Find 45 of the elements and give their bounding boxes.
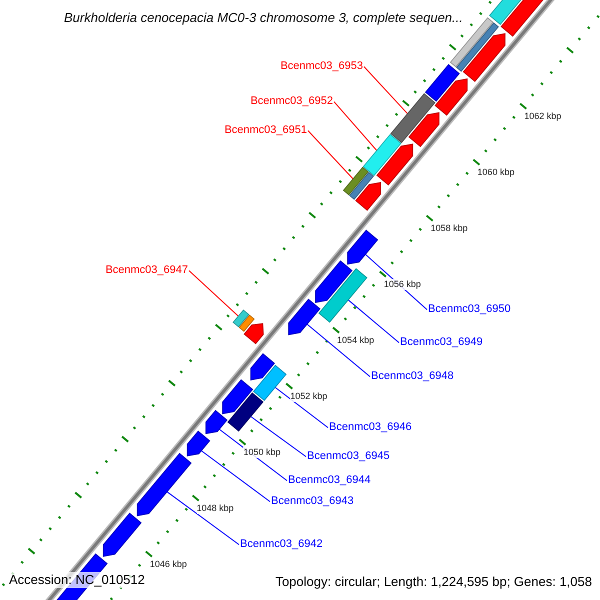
leader-line (306, 324, 370, 378)
leader-line (166, 491, 240, 546)
leader-line (200, 450, 270, 502)
leader-line (188, 270, 239, 317)
leader-line (364, 66, 408, 114)
gene-label: Bcenmc03_6949 (400, 336, 483, 348)
gene-glyph (186, 430, 210, 456)
gene-label: Bcenmc03_6946 (329, 420, 412, 434)
gene-bar (252, 364, 287, 401)
leader-line (308, 130, 354, 180)
scale-label: 1062 kbp (524, 111, 562, 122)
leader-line (250, 416, 306, 458)
accession-text: Accession: NC_010512 (7, 572, 147, 588)
gene-label: Bcenmc03_6947 (105, 264, 188, 276)
gene-bar (318, 268, 368, 323)
gene-glyph (288, 298, 321, 336)
gene-label: Bcenmc03_6952 (250, 94, 333, 108)
gene-label: Bcenmc03_6945 (307, 450, 390, 462)
gene-glyph (347, 230, 378, 265)
leader-line (274, 386, 328, 428)
scale-label: 1054 kbp (337, 335, 374, 346)
gene-bar (390, 93, 436, 144)
gene-bar (342, 166, 369, 196)
scale-label: 1058 kbp (430, 223, 468, 234)
leader-line (334, 101, 378, 151)
gene-label: Bcenmc03_6953 (280, 60, 363, 72)
gene-label: Bcenmc03_6950 (428, 302, 511, 316)
gene-bar (232, 309, 250, 328)
gene-bar (362, 134, 402, 176)
gene-glyph (136, 452, 192, 516)
gene-label: Bcenmc03_6943 (271, 494, 354, 508)
scale-label: 1050 kbp (243, 447, 280, 458)
scale-label: 1052 kbp (290, 391, 328, 402)
gene-label: Bcenmc03_6948 (371, 370, 454, 382)
scale-label: 1060 kbp (477, 167, 514, 178)
scale-label: 1046 kbp (150, 559, 187, 570)
scale-label: 1056 kbp (384, 279, 421, 290)
gene-bar (424, 64, 460, 102)
leader-line (348, 299, 400, 344)
scale-label: 1048 kbp (196, 503, 234, 514)
genome-info-text: Topology: circular; Length: 1,224,595 bp; Genes: 1,058 (273, 574, 594, 590)
gene-bar (227, 392, 264, 432)
gene-label: Bcenmc03_6942 (240, 538, 323, 550)
gene-label: Bcenmc03_6944 (288, 474, 371, 486)
gene-label: Bcenmc03_6951 (224, 124, 307, 136)
